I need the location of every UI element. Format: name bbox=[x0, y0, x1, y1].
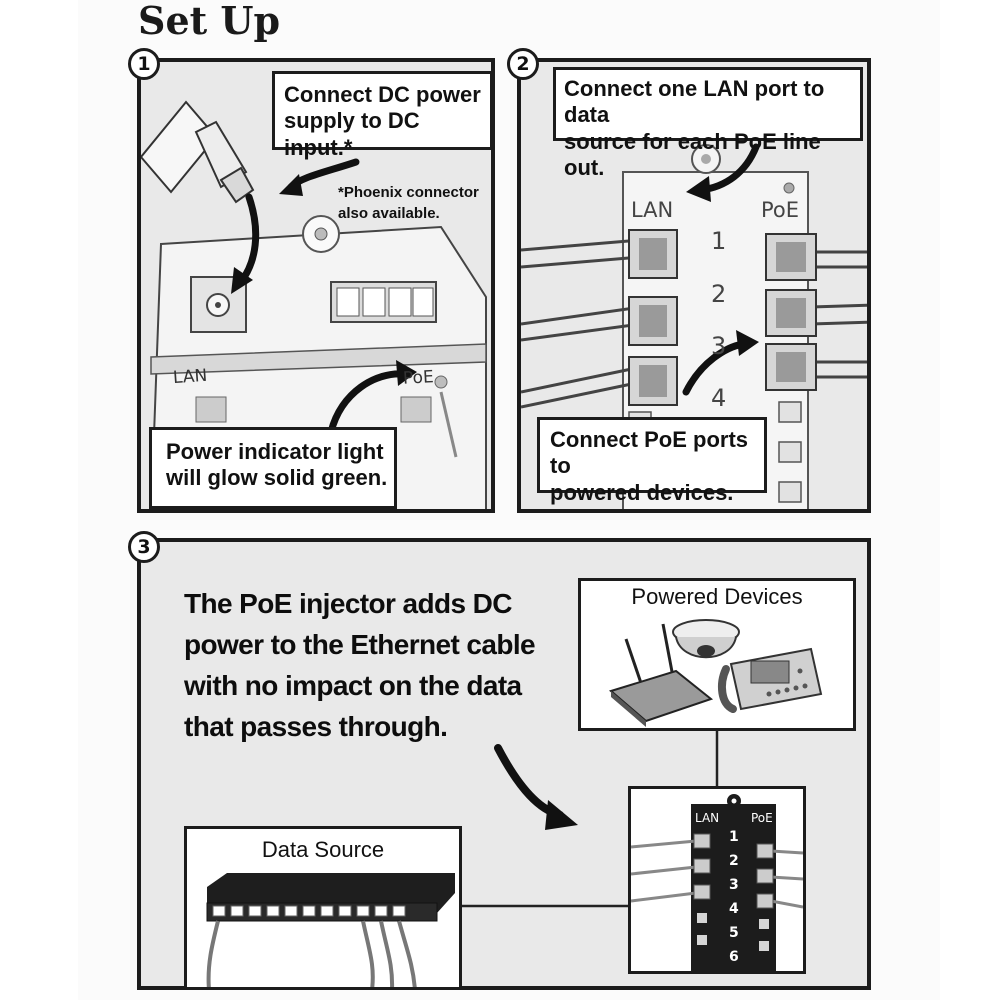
port-number-3: 3 bbox=[711, 332, 727, 360]
poe-description-line4: that passes through. bbox=[184, 711, 448, 742]
injector-box: LAN PoE 1 2 3 4 5 6 bbox=[628, 786, 806, 974]
injector-port-1: 1 bbox=[729, 829, 739, 845]
lan-port-callout-line2: source for each PoE line out. bbox=[564, 128, 821, 181]
dc-power-callout-line2: supply to DC input.* bbox=[284, 108, 420, 160]
strip-lan-label: LAN bbox=[631, 198, 674, 222]
step-3-badge: 3 bbox=[128, 531, 160, 563]
injector-art bbox=[631, 794, 803, 971]
power-indicator-callout: Power indicator light will glow solid gr… bbox=[149, 427, 397, 509]
data-source-box: Data Source bbox=[184, 826, 462, 990]
poe-description: The PoE injector adds DC power to the Et… bbox=[184, 583, 564, 747]
injector-port-6: 6 bbox=[729, 949, 739, 965]
dc-power-callout: Connect DC power supply to DC input.* bbox=[272, 71, 491, 160]
lan-cables-icon bbox=[521, 238, 642, 409]
port-number-4: 4 bbox=[711, 384, 727, 412]
power-indicator-line1: Power indicator light bbox=[166, 439, 384, 464]
poe-description-line2: power to the Ethernet cable bbox=[184, 629, 536, 660]
power-indicator-line2: will glow solid green. bbox=[166, 465, 388, 491]
poe-ports-callout-line1: Connect PoE ports to bbox=[550, 427, 749, 479]
step-1-panel: Connect DC power supply to DC input.* *P… bbox=[137, 58, 495, 513]
dc-plug-icon bbox=[141, 100, 255, 204]
data-source-title: Data Source bbox=[261, 837, 385, 862]
poe-ports-callout-line2: powered devices. bbox=[550, 479, 734, 505]
device-lan-label: LAN bbox=[172, 365, 208, 389]
injector-port-3: 3 bbox=[729, 877, 739, 893]
injector-port-2: 2 bbox=[729, 853, 739, 869]
camera-icon bbox=[672, 619, 740, 659]
injector-poe-label: PoE bbox=[751, 811, 773, 825]
phoenix-note-line2: also available. bbox=[338, 205, 440, 222]
step-2-badge: 2 bbox=[507, 48, 539, 80]
step-2-panel: LAN PoE 1 2 3 4 Connect one LAN port to … bbox=[517, 58, 871, 513]
poe-description-line1: The PoE injector adds DC bbox=[184, 588, 512, 619]
phoenix-note-line1: *Phoenix connector bbox=[338, 184, 479, 201]
poe-ports-callout: Connect PoE ports to powered devices. bbox=[537, 417, 767, 505]
powered-devices-box: Powered Devices bbox=[578, 578, 856, 731]
port-number-2: 2 bbox=[711, 280, 727, 308]
injector-port-5: 5 bbox=[729, 925, 739, 941]
dc-power-callout-line1: Connect DC power bbox=[284, 82, 481, 107]
phoenix-connector-note: *Phoenix connector also available. bbox=[338, 182, 479, 224]
network-switch-icon bbox=[206, 873, 455, 922]
injector-lan-label: LAN bbox=[695, 811, 720, 825]
lan-port-callout: Connect one LAN port to data source for … bbox=[553, 67, 863, 180]
port-number-1: 1 bbox=[711, 227, 727, 255]
data-source-art bbox=[206, 873, 455, 987]
device-poe-label: PoE bbox=[402, 367, 435, 389]
injector-cables-icon bbox=[631, 839, 803, 909]
poe-description-line3: with no impact on the data bbox=[184, 670, 522, 701]
lan-port-callout-line1: Connect one LAN port to data bbox=[564, 76, 825, 128]
injector-port-4: 4 bbox=[729, 901, 739, 917]
poe-cables-icon bbox=[810, 250, 867, 379]
page-title: Set Up bbox=[138, 0, 281, 43]
powered-devices-art bbox=[608, 619, 823, 727]
step-1-badge: 1 bbox=[128, 48, 160, 80]
dc-power-illustration bbox=[141, 100, 487, 509]
router-icon bbox=[608, 623, 714, 727]
strip-poe-label: PoE bbox=[761, 198, 800, 222]
data-cables-icon bbox=[206, 920, 417, 987]
ip-phone-icon bbox=[717, 647, 823, 713]
powered-devices-title: Powered Devices bbox=[631, 584, 803, 609]
